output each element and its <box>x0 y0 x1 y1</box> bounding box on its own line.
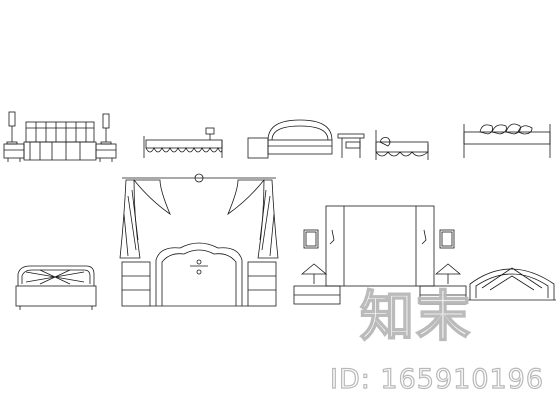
daybed-with-pillows <box>463 123 551 158</box>
bed-with-desk-elevation <box>247 119 365 159</box>
small-bed-side-elevation <box>375 130 429 160</box>
watermark-brand: 知末 <box>359 284 472 349</box>
watermark-id: ID: 165910196 <box>329 363 545 395</box>
bed-side-elevation-1 <box>143 127 223 158</box>
upholstered-headboard <box>15 265 97 310</box>
single-bed-with-nightstands <box>3 111 117 162</box>
paneled-wall-bed-elevation <box>293 205 467 305</box>
curtained-bed-elevation <box>119 173 279 307</box>
arched-headboard <box>468 267 556 301</box>
